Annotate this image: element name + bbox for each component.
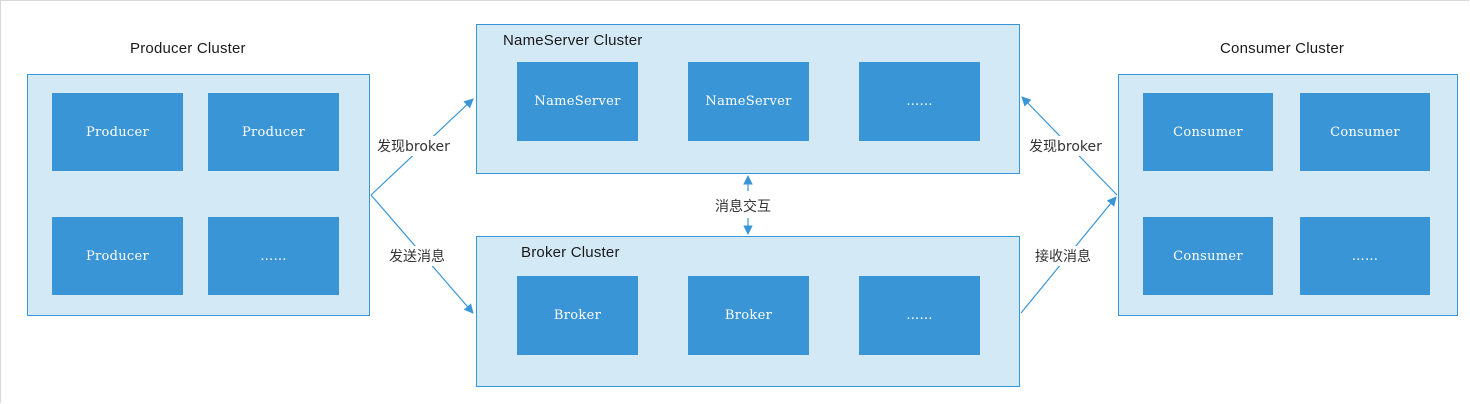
producer-node-2: Producer: [208, 93, 339, 171]
producer-node-3: Producer: [52, 217, 183, 295]
broker-cluster-title: Broker Cluster: [521, 244, 620, 261]
label-producer-send-message: 发送消息: [389, 246, 445, 266]
producer-node-1: Producer: [52, 93, 183, 171]
producer-cluster-title: Producer Cluster: [130, 40, 246, 57]
broker-node-1: Broker: [517, 276, 638, 355]
label-consumer-receive-message: 接收消息: [1035, 246, 1091, 266]
broker-cluster: Broker Cluster Broker Broker ……: [476, 236, 1020, 387]
consumer-cluster-title: Consumer Cluster: [1220, 40, 1345, 57]
broker-node-2: Broker: [688, 276, 809, 355]
nameserver-node-more: ……: [859, 62, 980, 141]
nameserver-node-1: NameServer: [517, 62, 638, 141]
consumer-cluster: Consumer Consumer Consumer ……: [1118, 74, 1458, 316]
nameserver-node-2: NameServer: [688, 62, 809, 141]
consumer-node-more: ……: [1300, 217, 1430, 295]
consumer-node-2: Consumer: [1300, 93, 1430, 171]
label-consumer-discover-broker: 发现broker: [1029, 136, 1102, 156]
label-message-interaction: 消息交互: [715, 196, 771, 216]
consumer-node-3: Consumer: [1143, 217, 1273, 295]
producer-node-more: ……: [208, 217, 339, 295]
label-producer-discover-broker: 发现broker: [377, 136, 450, 156]
nameserver-cluster: NameServer Cluster NameServer NameServer…: [476, 24, 1020, 174]
producer-cluster: Producer Producer Producer ……: [27, 74, 370, 316]
consumer-node-1: Consumer: [1143, 93, 1273, 171]
broker-node-more: ……: [859, 276, 980, 355]
nameserver-cluster-title: NameServer Cluster: [503, 32, 643, 49]
